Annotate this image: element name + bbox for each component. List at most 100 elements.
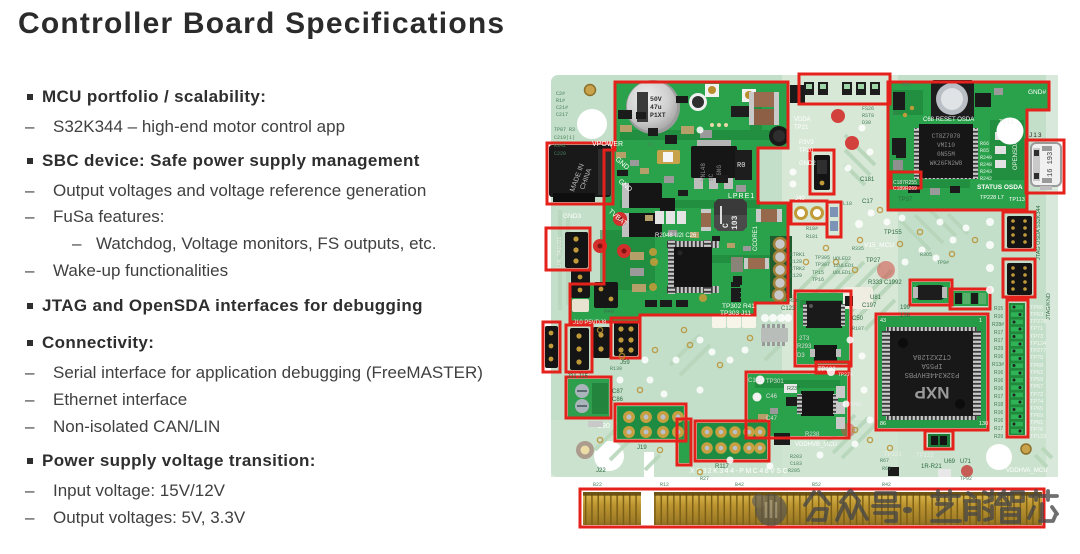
svg-text:F1: F1 (648, 142, 654, 148)
svg-text:12ULED1: 12ULED1 (833, 263, 854, 269)
svg-text:TP13: TP13 (999, 120, 1014, 126)
svg-text:C86: C86 (612, 397, 624, 403)
svg-text:199: 199 (900, 305, 911, 311)
svg-text:UOLED2: UOLED2 (833, 256, 851, 262)
svg-text:43: 43 (880, 318, 886, 324)
svg-text:TP122: TP122 (916, 453, 934, 459)
svg-text:R216: R216 (789, 298, 801, 304)
svg-text:R66: R66 (980, 141, 989, 147)
svg-text:U81: U81 (870, 295, 882, 301)
svg-text:VDDA: VDDA (794, 117, 811, 123)
svg-text:R13#: R13# (992, 362, 1004, 368)
svg-text:C21#: C21# (556, 105, 568, 111)
svg-text:C123: C123 (781, 306, 796, 312)
svg-text:TP66: TP66 (1030, 305, 1043, 311)
svg-text:CCORE1: CCORE1 (753, 225, 759, 251)
svg-text:XS32K344-PMC48VSC: XS32K344-PMC48VSC (690, 468, 789, 475)
svg-text:TP9#: TP9# (937, 260, 949, 266)
svg-text:J59: J59 (620, 360, 630, 366)
svg-text:R17: R17 (994, 330, 1003, 336)
svg-text:TP113: TP113 (1009, 197, 1025, 203)
svg-text:R16: R16 (994, 314, 1003, 320)
svg-text:TP68: TP68 (1030, 363, 1043, 369)
svg-text:R342: R342 (554, 143, 566, 149)
svg-text:R16: R16 (994, 418, 1003, 424)
svg-text:R242: R242 (980, 176, 992, 182)
svg-text:TP16: TP16 (812, 277, 824, 283)
svg-text:TP303 J11: TP303 J11 (720, 310, 751, 317)
svg-text:D3: D3 (797, 353, 805, 359)
svg-text:R243: R243 (980, 169, 992, 175)
svg-text:R29: R29 (994, 346, 1003, 352)
svg-text:C: C (722, 223, 731, 228)
svg-text:R249: R249 (980, 155, 992, 161)
svg-text:R42: R42 (882, 482, 891, 488)
svg-text:TP63: TP63 (1030, 312, 1043, 318)
svg-text:R237: R237 (787, 386, 800, 392)
svg-text:R3O5: R3O5 (920, 252, 932, 258)
svg-text:R16: R16 (994, 370, 1003, 376)
svg-text:V15_MCU: V15_MCU (864, 242, 894, 249)
svg-text:VMI10: VMI10 (937, 142, 955, 149)
svg-text:47u: 47u (650, 104, 662, 111)
svg-text:TP74: TP74 (1030, 399, 1043, 405)
svg-text:TP69: TP69 (1030, 413, 1043, 419)
svg-text:C183: C183 (790, 461, 802, 467)
svg-text:TP274: TP274 (838, 372, 853, 378)
svg-text:C219(1): C219(1) (554, 135, 575, 141)
svg-text:J10 P5VDJ8: J10 P5VDJ8 (573, 320, 607, 326)
svg-text:R85: R85 (902, 82, 911, 88)
svg-text:TP228 L7: TP228 L7 (980, 195, 1004, 201)
svg-text:0N55M: 0N55M (937, 151, 955, 158)
svg-text:B22: B22 (593, 482, 602, 488)
svg-text:C129: C129 (790, 273, 802, 279)
svg-text:C17: C17 (862, 199, 874, 205)
svg-text:GND#: GND# (1028, 89, 1046, 96)
svg-text:R333 C1992: R333 C1992 (868, 280, 902, 286)
svg-text:P32K344EHVPBS: P32K344EHVPBS (905, 370, 960, 378)
svg-text:C46: C46 (766, 394, 778, 400)
svg-text:STATUS OSDA: STATUS OSDA (977, 184, 1023, 191)
svg-text:C217: C217 (556, 112, 568, 118)
svg-text:TP102: TP102 (818, 367, 836, 373)
svg-text:5C: 5C (708, 173, 715, 181)
svg-text:R1#: R1# (556, 98, 565, 104)
svg-text:C50: C50 (852, 316, 864, 322)
svg-text:J40: J40 (795, 196, 805, 202)
svg-text:CT8Z7078: CT8Z7078 (932, 133, 961, 140)
svg-text:50V: 50V (650, 96, 662, 103)
svg-text:JTAG OSDA S32K344: JTAG OSDA S32K344 (1036, 205, 1042, 260)
svg-text:J31 J15: J31 J15 (567, 374, 589, 380)
svg-text:130: 130 (979, 421, 988, 427)
svg-text:VPOWER: VPOWER (592, 141, 623, 148)
svg-text:TP73: TP73 (1030, 334, 1043, 340)
svg-text:RST8: RST8 (862, 113, 874, 119)
svg-text:TP76: TP76 (1030, 427, 1043, 433)
svg-text:C189R269: C189R269 (893, 186, 917, 192)
svg-text:R65: R65 (980, 148, 989, 154)
svg-text:R130: R130 (610, 366, 622, 372)
svg-text:UOLED1: UOLED1 (833, 270, 851, 276)
svg-text:103: 103 (731, 215, 740, 230)
svg-text:R293: R293 (797, 344, 812, 350)
svg-text:C128: C128 (790, 259, 802, 265)
svg-text:16 193: 16 193 (1047, 152, 1055, 177)
svg-text:P3V3: P3V3 (799, 140, 814, 146)
svg-text:B52: B52 (812, 482, 821, 488)
svg-text:C87: C87 (612, 389, 624, 395)
svg-text:TP37: TP37 (898, 197, 913, 203)
svg-text:C181: C181 (860, 177, 875, 183)
svg-text:TP277: TP277 (1030, 348, 1046, 354)
svg-text:R15: R15 (994, 306, 1003, 312)
svg-text:R16: R16 (994, 354, 1003, 360)
svg-text:C2#: C2# (556, 91, 565, 97)
svg-text:R181: R181 (806, 234, 818, 240)
svg-text:R205: R205 (788, 468, 800, 474)
svg-text:C187R255: C187R255 (893, 180, 917, 186)
svg-text:CTRK1: CTRK1 (790, 252, 805, 258)
svg-text:R0: R0 (737, 162, 745, 170)
svg-text:D7: D7 (893, 111, 899, 117)
svg-text:C137: C137 (748, 378, 763, 384)
svg-text:LPRE1: LPRE1 (728, 193, 755, 200)
svg-text:WK26FN2W8: WK26FN2W8 (930, 160, 963, 167)
